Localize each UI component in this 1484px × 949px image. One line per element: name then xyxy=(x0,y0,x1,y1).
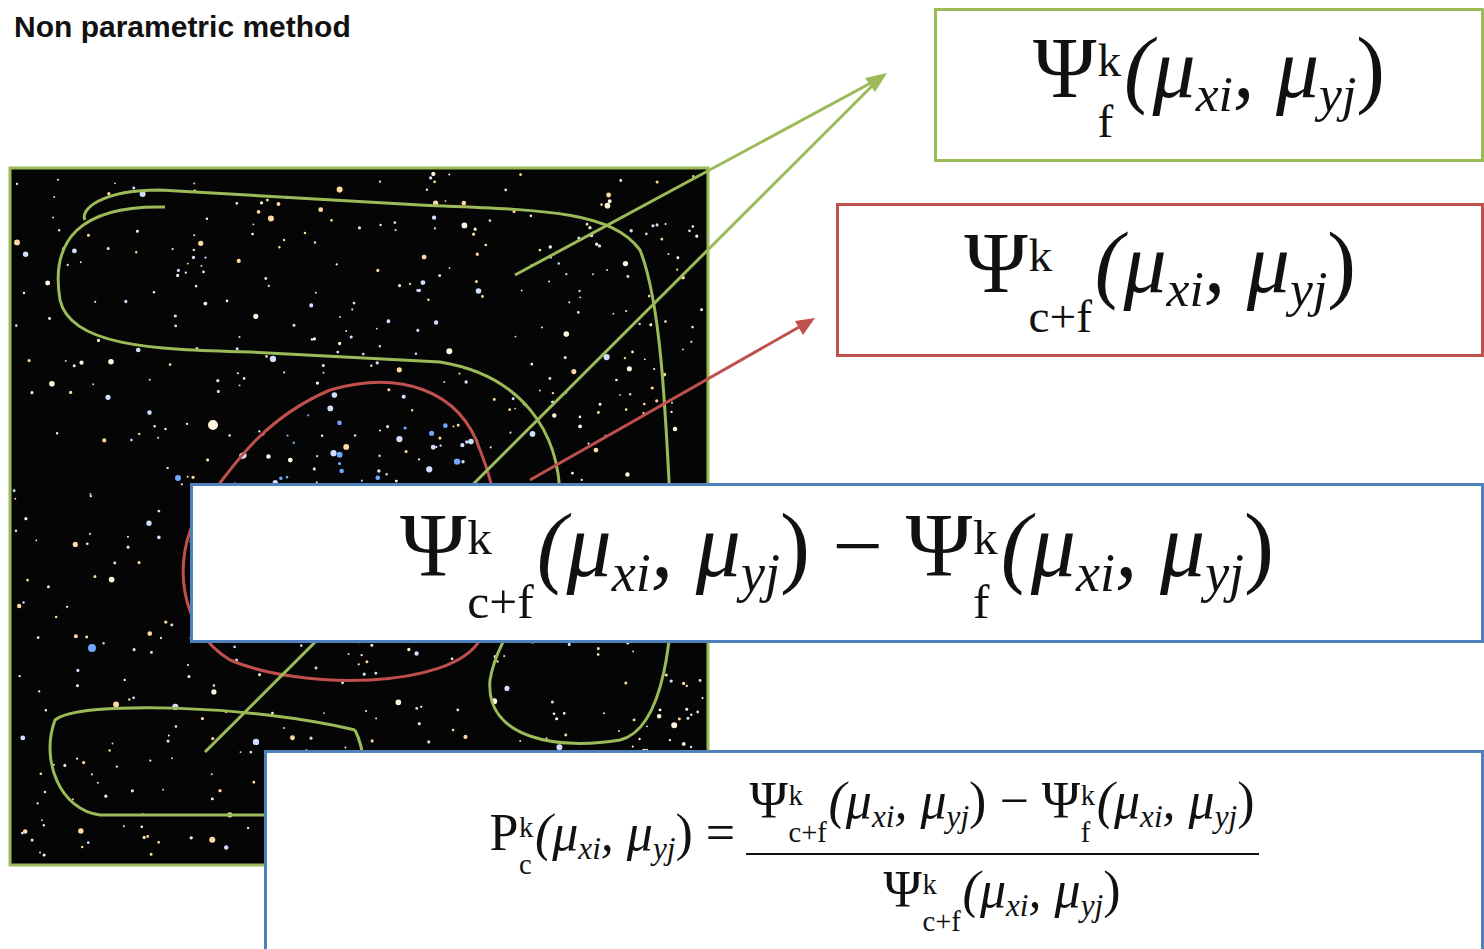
formula-part: k xyxy=(519,809,533,846)
formula-part: P xyxy=(489,804,518,861)
formula-part: , μ xyxy=(1115,496,1205,595)
formula-part: ) xyxy=(1356,20,1385,116)
formula-part: ) xyxy=(1237,772,1254,829)
formula-part: xi xyxy=(1006,888,1029,923)
formula-box: Ψkc+f(μxi, μyj) − Ψkf(μxi, μyj) xyxy=(190,483,1484,643)
formula-part: k xyxy=(467,506,533,570)
formula-part: k xyxy=(973,506,998,570)
denominator: Ψkc+f(μxi, μyj) xyxy=(880,859,1125,940)
formula-part: Ψ xyxy=(884,861,922,918)
leader-line xyxy=(205,78,880,752)
formula-part: Ψ xyxy=(964,215,1027,311)
formula-part: f xyxy=(973,570,998,634)
formula-part: (μ xyxy=(1001,496,1076,595)
formula-part: k xyxy=(1029,225,1092,286)
formula-part: ) xyxy=(1103,861,1120,918)
formula-part: k xyxy=(1081,777,1095,814)
formula-part: xi xyxy=(578,830,601,865)
formula-part: yj xyxy=(1081,888,1104,923)
formula: Ψkc+f(μxi, μyj) xyxy=(964,212,1356,348)
formula-part: c+f xyxy=(1029,286,1092,347)
formula-part: Ψ xyxy=(750,772,788,829)
arrowhead xyxy=(865,73,887,92)
formula-part: , μ xyxy=(1233,20,1319,116)
formula-part: c+f xyxy=(923,903,961,940)
formula-part: yj xyxy=(1215,798,1238,833)
formula-part: f xyxy=(1097,91,1121,152)
formula-part: yj xyxy=(1290,260,1327,317)
script-stack: kc+f xyxy=(923,866,961,940)
leader-line xyxy=(515,78,880,275)
script-stack: kc+f xyxy=(1029,225,1092,348)
formula-part: , μ xyxy=(1163,772,1215,829)
fraction: Ψkc+f(μxi, μyj) − Ψkf(μxi, μyj)Ψkc+f(μxi… xyxy=(746,770,1259,941)
formula-part: , μ xyxy=(601,804,653,861)
formula-part: xi xyxy=(1076,543,1115,603)
script-stack: kc xyxy=(519,809,533,883)
formula: Ψkf(μxi, μyj) xyxy=(1033,17,1385,153)
formula-part: (μ xyxy=(1124,20,1196,116)
formula-part: xi xyxy=(1140,798,1163,833)
formula-part: yj xyxy=(1319,65,1356,122)
formula-part: yj xyxy=(741,543,780,603)
script-stack: kf xyxy=(1081,777,1095,851)
formula-part: f xyxy=(1081,814,1095,851)
formula-part: (μ xyxy=(1095,215,1167,311)
formula-part: Ψ xyxy=(1033,20,1096,116)
formula-part: k xyxy=(1097,30,1121,91)
formula-box: Pkc(μxi, μyj) =Ψkc+f(μxi, μyj) − Ψkf(μxi… xyxy=(264,750,1484,949)
formula-part: (μ xyxy=(829,772,872,829)
field-region-outline xyxy=(58,190,672,743)
formula-part: xi xyxy=(872,798,895,833)
formula-box: Ψkc+f(μxi, μyj) xyxy=(836,203,1484,357)
formula-part: ) xyxy=(1327,215,1356,311)
fraction-bar xyxy=(746,853,1259,855)
formula-part: (μ xyxy=(537,496,612,595)
formula-part: (μ xyxy=(535,804,578,861)
formula-part: ) xyxy=(1244,496,1274,595)
script-stack: kf xyxy=(973,506,998,635)
slide-title: Non parametric method xyxy=(14,10,351,44)
formula-part: yj xyxy=(1205,543,1244,603)
formula-part: xi xyxy=(612,543,651,603)
formula-part: k xyxy=(788,777,826,814)
formula-part: , μ xyxy=(651,496,741,595)
formula-part: yj xyxy=(653,830,676,865)
script-stack: kf xyxy=(1097,30,1121,153)
formula: Pkc(μxi, μyj) =Ψkc+f(μxi, μyj) − Ψkf(μxi… xyxy=(489,770,1258,941)
formula: Ψkc+f(μxi, μyj) − Ψkf(μxi, μyj) xyxy=(400,492,1274,634)
formula-part: , μ xyxy=(1204,215,1290,311)
formula-part: (μ xyxy=(963,861,1006,918)
formula-part: c xyxy=(519,846,533,883)
formula-part: , μ xyxy=(1029,861,1081,918)
formula-part: (μ xyxy=(1097,772,1140,829)
formula-part: c+f xyxy=(788,814,826,851)
formula-part: , μ xyxy=(894,772,946,829)
formula-part: k xyxy=(923,866,961,903)
formula-part: ) = xyxy=(675,804,735,861)
formula-part: Ψ xyxy=(400,496,466,595)
formula-part: c+f xyxy=(467,570,533,634)
script-stack: kc+f xyxy=(788,777,826,851)
numerator: Ψkc+f(μxi, μyj) − Ψkf(μxi, μyj) xyxy=(746,770,1259,851)
script-stack: kc+f xyxy=(467,506,533,635)
arrowhead xyxy=(795,318,815,335)
formula-part: xi xyxy=(1167,260,1204,317)
formula-part: ) − Ψ xyxy=(780,496,972,595)
formula-part: yj xyxy=(947,798,970,833)
formula-box: Ψkf(μxi, μyj) xyxy=(934,8,1484,162)
leader-line xyxy=(530,322,808,480)
formula-part: ) − Ψ xyxy=(969,772,1080,829)
formula-part: xi xyxy=(1196,65,1233,122)
